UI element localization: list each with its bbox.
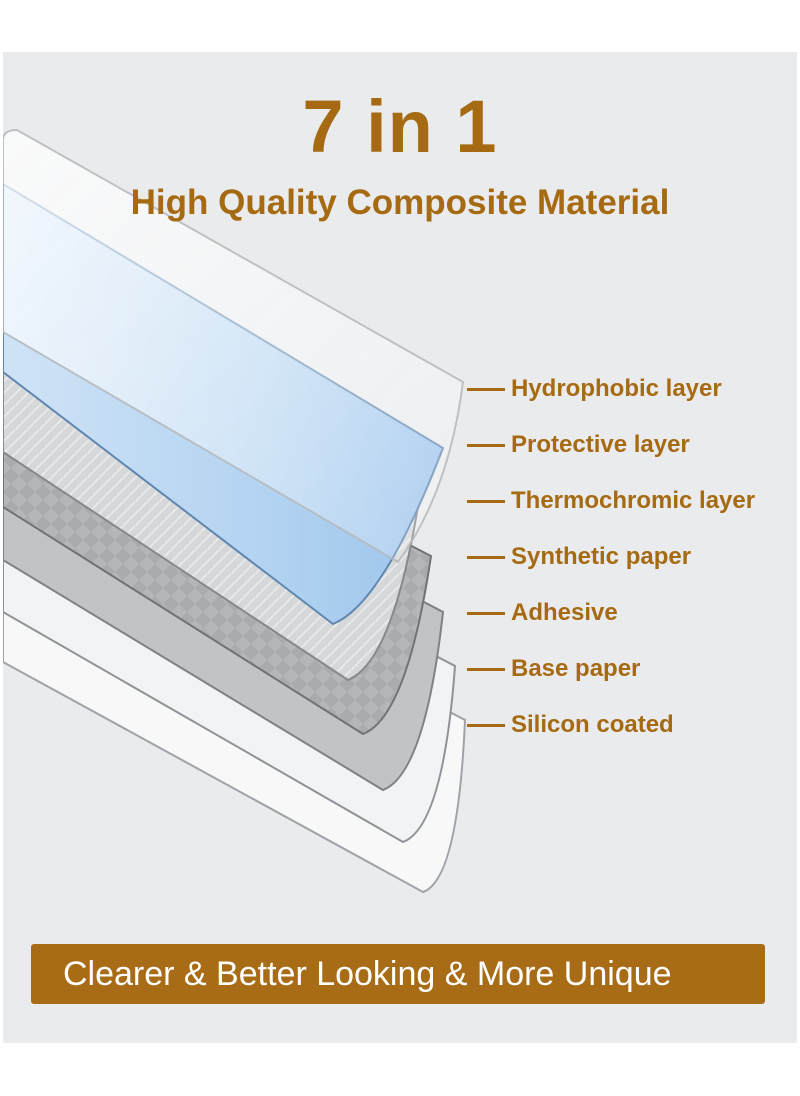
- callout-label: Thermochromic layer: [511, 487, 756, 514]
- callout-protective: Protective layer: [467, 430, 690, 460]
- hydrophobic-layer: [3, 128, 465, 564]
- leader-line: [467, 387, 505, 391]
- callout-label: Adhesive: [511, 599, 618, 626]
- callout-label: Protective layer: [511, 431, 690, 458]
- layer-stack-illustration: [3, 128, 467, 894]
- callout-base-paper: Base paper: [467, 654, 640, 684]
- product-panel: 7 in 1 High Quality Composite Material H…: [3, 52, 797, 1043]
- leader-line: [467, 499, 505, 503]
- leader-line: [467, 555, 505, 559]
- leader-line: [467, 723, 505, 727]
- callout-adhesive: Adhesive: [467, 598, 618, 628]
- leader-line: [467, 443, 505, 447]
- callout-label: Synthetic paper: [511, 543, 692, 570]
- headline-subtitle: High Quality Composite Material: [130, 183, 670, 222]
- callout-synthetic: Synthetic paper: [467, 542, 691, 572]
- headline-count: 7 in 1: [302, 85, 498, 168]
- callout-label: Base paper: [511, 655, 641, 682]
- callout-silicon: Silicon coated: [467, 710, 674, 740]
- callout-label: Silicon coated: [511, 711, 674, 738]
- leader-line: [467, 667, 505, 671]
- slogan-text: Clearer & Better Looking & More Unique: [63, 955, 672, 993]
- slogan-banner: Clearer & Better Looking & More Unique: [31, 944, 765, 1004]
- callout-thermochromic: Thermochromic layer: [467, 486, 755, 516]
- leader-line: [467, 611, 505, 615]
- callout-label: Hydrophobic layer: [511, 375, 722, 402]
- callout-hydrophobic: Hydrophobic layer: [467, 374, 722, 404]
